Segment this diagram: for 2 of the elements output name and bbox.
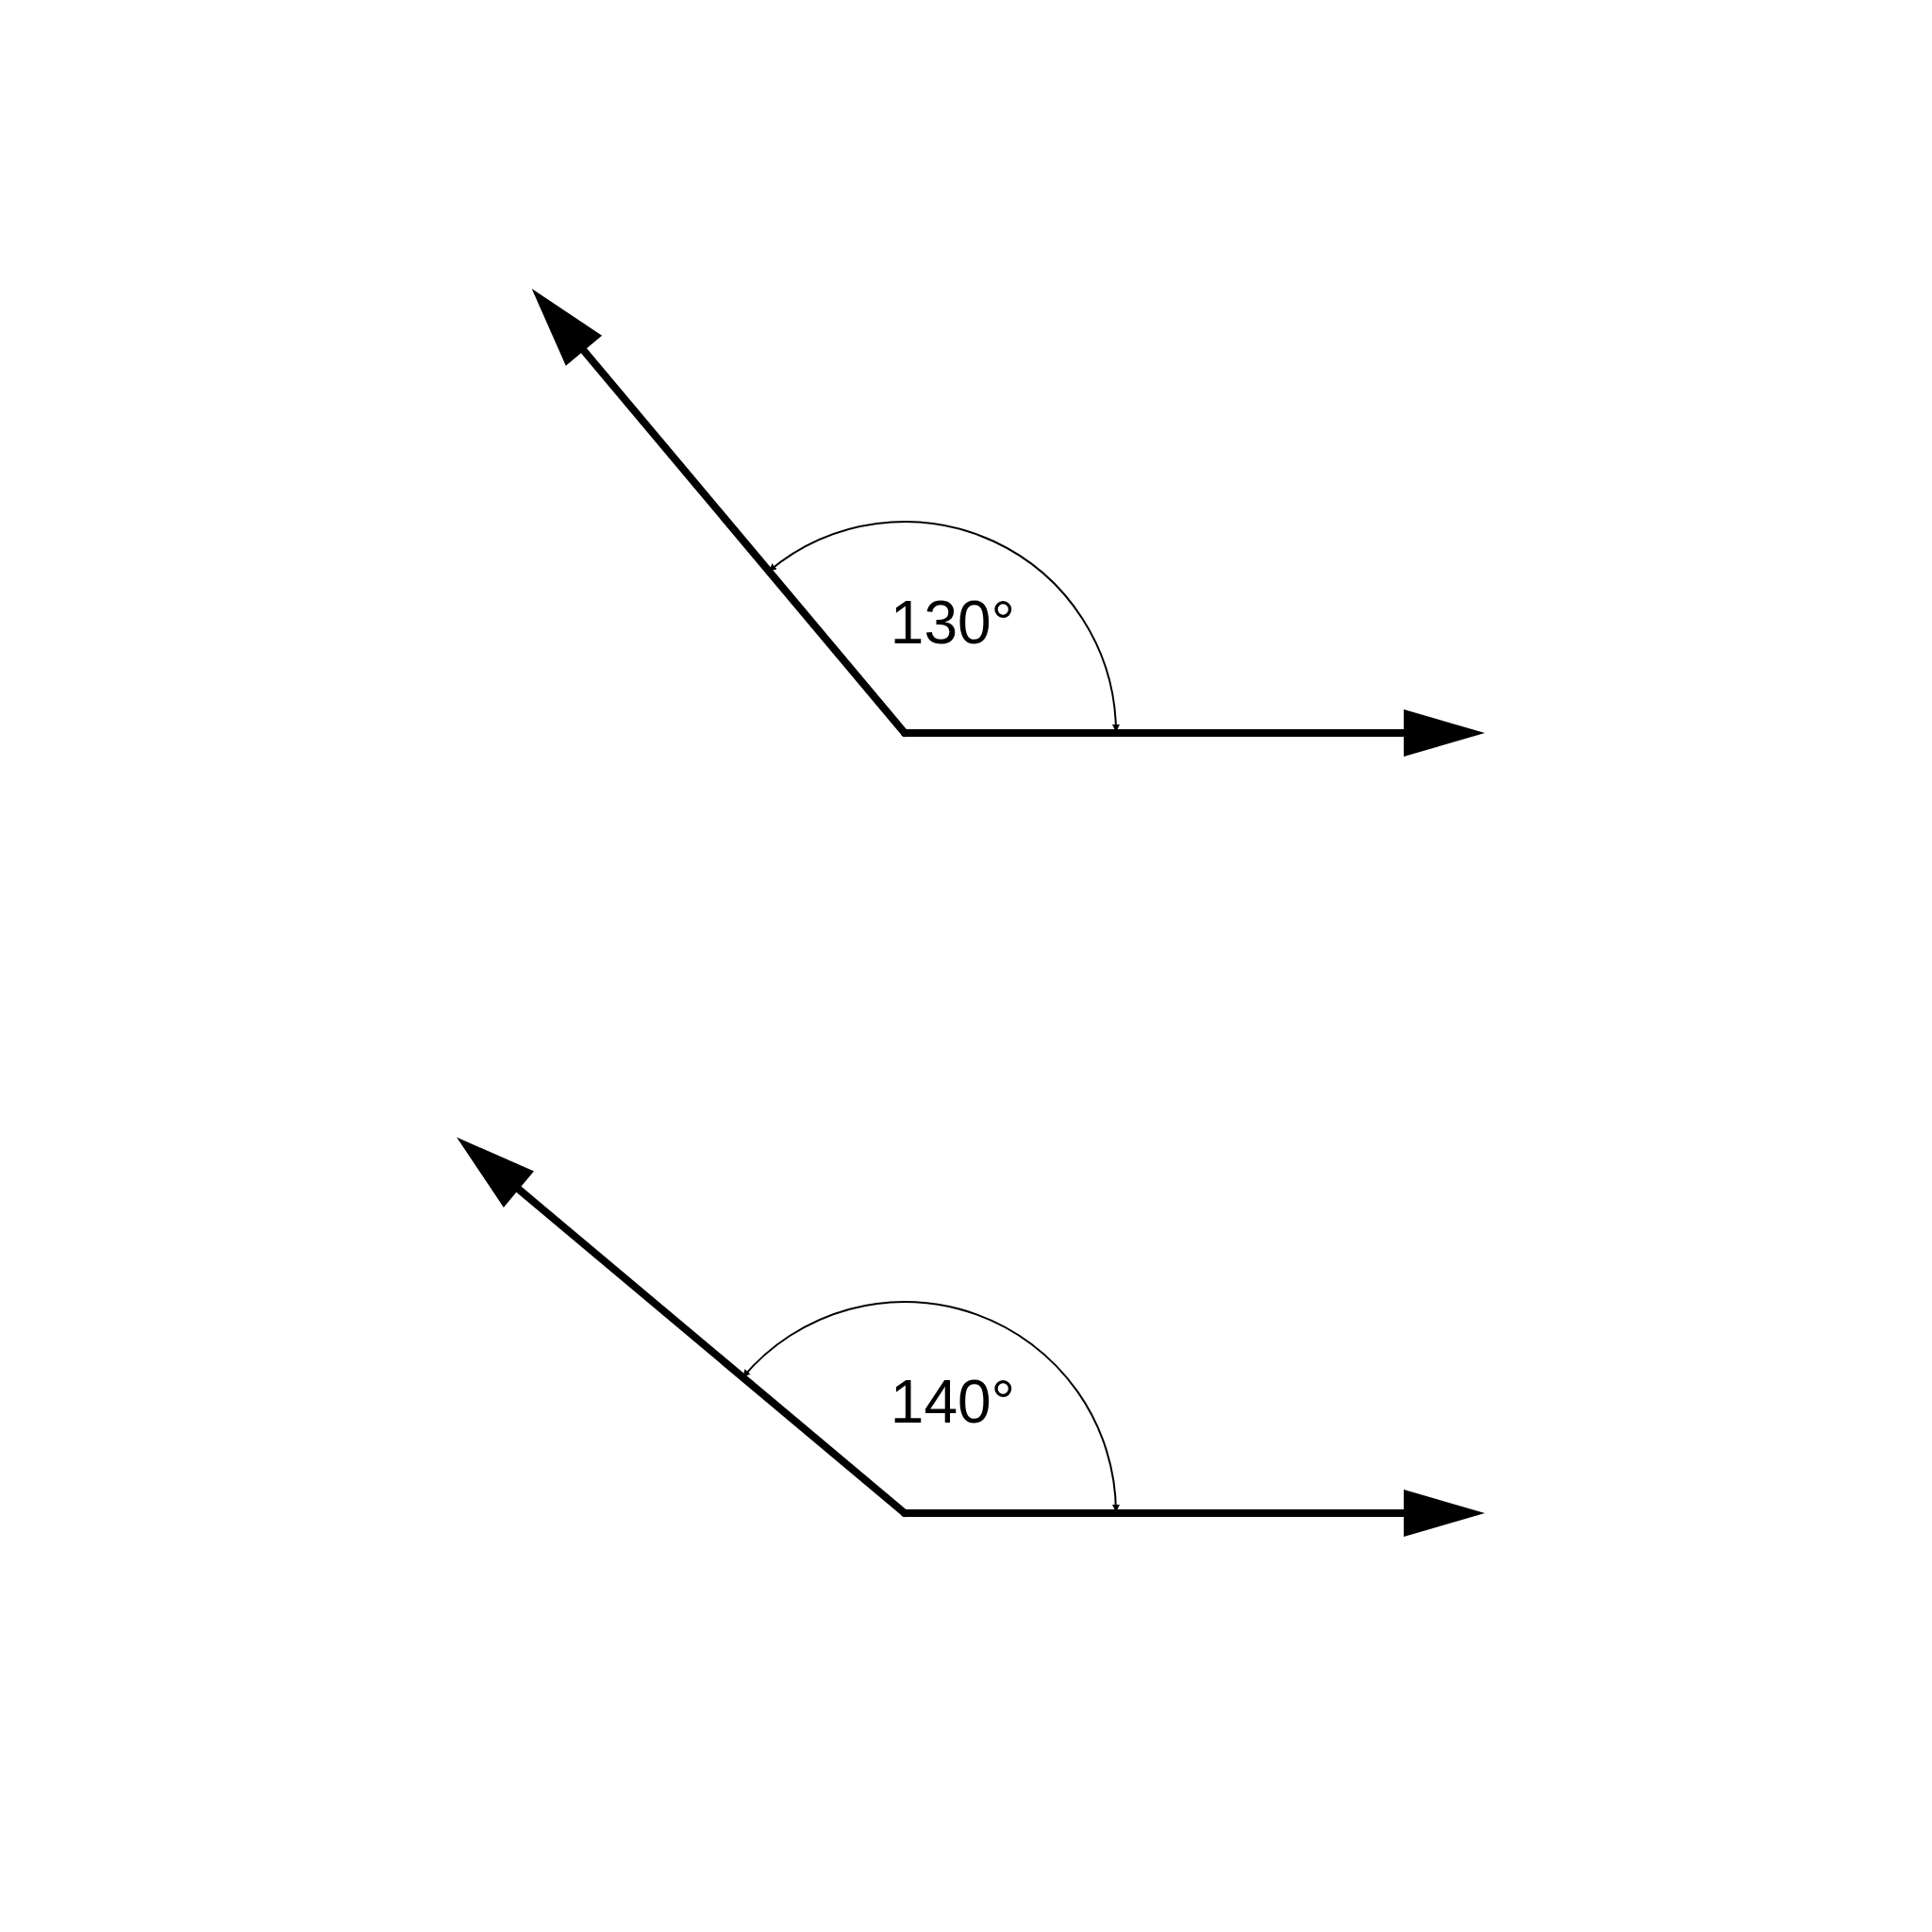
angle-label: 130° <box>890 592 1016 653</box>
angle-label: 140° <box>890 1372 1016 1432</box>
